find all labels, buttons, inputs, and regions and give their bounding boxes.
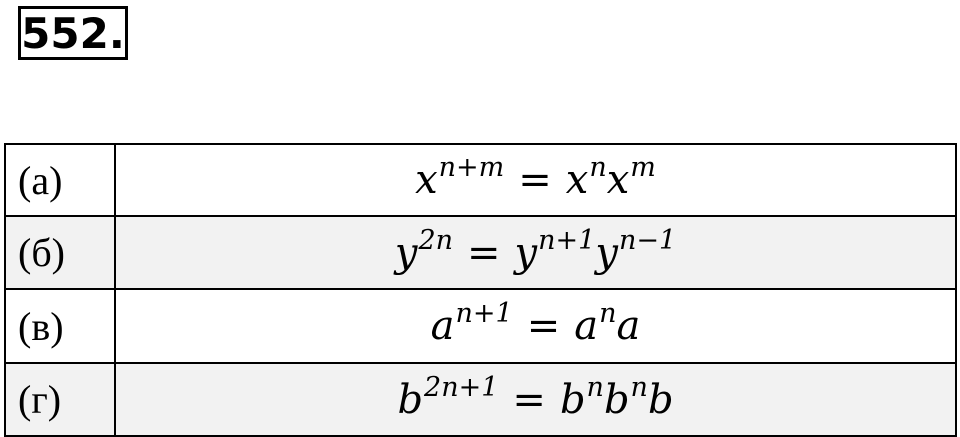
equals-sign: = [467, 229, 501, 276]
rhs-exponent: n [599, 298, 617, 329]
rhs-base: b [559, 376, 586, 423]
formula: an+1=ana [430, 298, 641, 349]
lhs-exponent: n+1 [455, 298, 513, 329]
equals-sign: = [526, 303, 561, 349]
rhs-exponent: m [630, 152, 656, 183]
row-label: (в) [4, 288, 116, 364]
row-label: (а) [4, 143, 116, 217]
rhs-exponent: n−1 [618, 224, 677, 256]
rhs-base: a [574, 303, 599, 349]
lhs-base: x [415, 157, 438, 203]
row-label: (б) [4, 215, 116, 290]
lhs-base: y [394, 229, 418, 276]
formula-cell: y2n=yn+1yn−1 [114, 215, 957, 290]
formula: y2n=yn+1yn−1 [394, 225, 676, 276]
rhs-base: x [565, 157, 589, 203]
lhs-base: b [397, 376, 424, 423]
rhs-base: b [603, 376, 630, 423]
lhs-exponent: 2n+1 [424, 371, 499, 403]
problem-number: 552. [18, 6, 128, 60]
formula: xn+m=xnxm [415, 152, 656, 203]
table-row: (г) b2n+1=bnbnb [4, 362, 957, 437]
rhs-base: x [606, 157, 630, 203]
lhs-base: a [430, 303, 455, 349]
rhs-base: b [647, 376, 674, 423]
rhs-base: a [616, 303, 641, 349]
table-row: (б) y2n=yn+1yn−1 [4, 215, 957, 290]
table-row: (в) an+1=ana [4, 288, 957, 364]
formula-cell: xn+m=xnxm [114, 143, 957, 217]
row-label: (г) [4, 362, 116, 437]
rhs-exponent: n+1 [538, 224, 596, 256]
lhs-exponent: 2n [418, 224, 454, 256]
equals-sign: = [512, 376, 546, 423]
equation-table: (а) xn+m=xnxm (б) y2n=yn+1yn−1 (в) an+1=… [4, 143, 957, 437]
formula: b2n+1=bnbnb [397, 372, 674, 423]
formula-cell: an+1=ana [114, 288, 957, 364]
formula-cell: b2n+1=bnbnb [114, 362, 957, 437]
rhs-exponent: n [586, 371, 604, 403]
equals-sign: = [518, 157, 552, 203]
rhs-exponent: n [589, 152, 607, 183]
rhs-exponent: n [630, 371, 648, 403]
rhs-base: y [514, 229, 538, 276]
lhs-exponent: n+m [438, 152, 505, 183]
rhs-base: y [595, 229, 618, 276]
table-row: (а) xn+m=xnxm [4, 143, 957, 217]
